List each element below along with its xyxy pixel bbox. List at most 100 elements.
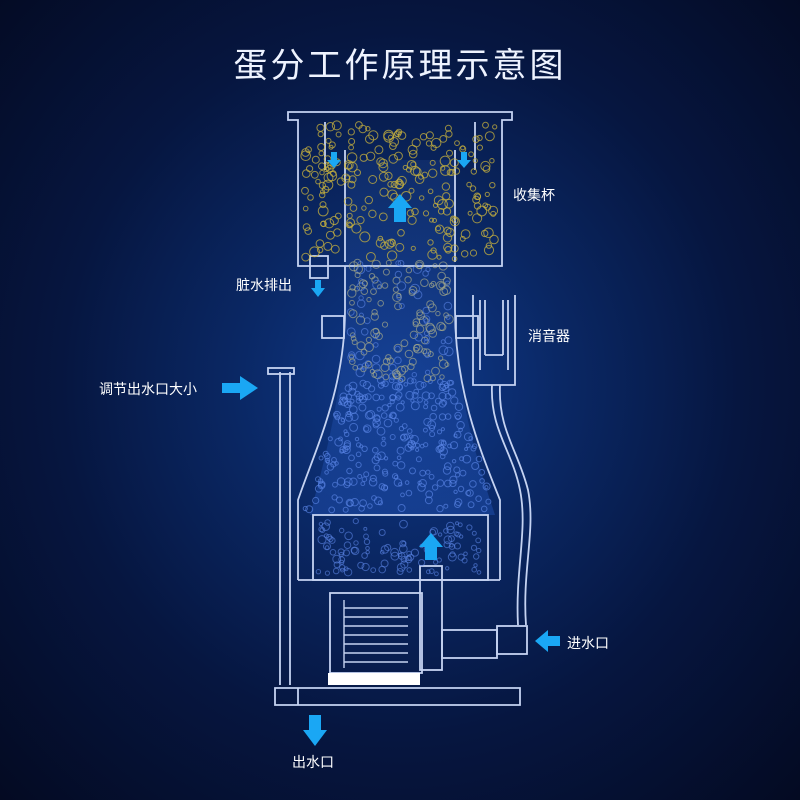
bubble xyxy=(318,480,326,488)
bubble xyxy=(338,396,347,405)
bubble xyxy=(328,141,336,149)
bubble xyxy=(408,187,415,194)
bubble xyxy=(422,306,431,315)
bubble xyxy=(393,131,400,137)
bubble xyxy=(385,354,392,361)
bubble xyxy=(365,546,370,551)
bubble xyxy=(389,137,400,147)
arrow-cup-right-down xyxy=(457,152,471,168)
bubble xyxy=(380,363,390,373)
bubble xyxy=(319,191,326,199)
bubble xyxy=(407,144,418,155)
bubble xyxy=(426,324,436,335)
bubble xyxy=(301,186,309,195)
label-water-inlet: 进水口 xyxy=(567,636,609,652)
bubble xyxy=(348,454,355,462)
bubble xyxy=(430,404,438,412)
bubble xyxy=(439,135,448,143)
bubble xyxy=(444,362,450,368)
bubble xyxy=(449,551,456,558)
bubble xyxy=(307,194,314,201)
arrow-outlet-down xyxy=(303,715,327,746)
bubble xyxy=(483,227,494,239)
bubble xyxy=(443,528,449,534)
bubble xyxy=(393,474,399,480)
bubble xyxy=(365,550,370,555)
bubble xyxy=(475,495,482,503)
bubble xyxy=(355,367,365,378)
bubble xyxy=(366,252,376,262)
bubble xyxy=(330,170,337,177)
bubble xyxy=(410,401,420,411)
bubble xyxy=(305,146,312,154)
bubble xyxy=(348,138,356,145)
bubble xyxy=(310,170,319,179)
bubble xyxy=(412,264,423,274)
bubble xyxy=(420,278,429,288)
bubble xyxy=(320,220,327,228)
bubble xyxy=(443,462,452,471)
bubble xyxy=(404,555,413,564)
bubble xyxy=(367,503,373,509)
bubble xyxy=(405,267,413,274)
bubble xyxy=(404,276,412,284)
bubble xyxy=(436,429,443,435)
bubble xyxy=(413,344,421,352)
bubble xyxy=(355,461,362,468)
bubble xyxy=(351,339,358,346)
bubble xyxy=(359,379,367,387)
bubble xyxy=(397,377,404,384)
bubble xyxy=(396,568,404,575)
bubble xyxy=(356,299,366,309)
bubble xyxy=(344,531,353,541)
bubble xyxy=(359,499,368,508)
bubble xyxy=(400,560,409,569)
bubble xyxy=(402,164,408,171)
bubble xyxy=(316,246,324,254)
bubble xyxy=(473,563,478,568)
reaction-chamber-fill xyxy=(310,160,495,515)
arrow-drain-down xyxy=(311,280,325,297)
bubble xyxy=(388,377,395,384)
bubble xyxy=(376,376,385,384)
bubble xyxy=(338,436,343,442)
bubble xyxy=(438,282,445,289)
bubble xyxy=(368,175,378,184)
bubble xyxy=(449,475,458,484)
bubble xyxy=(413,290,423,300)
bubble xyxy=(389,399,395,405)
bubble xyxy=(465,443,471,448)
bubble xyxy=(374,145,384,155)
bubble xyxy=(427,188,434,195)
bubble xyxy=(350,498,359,507)
bubble xyxy=(329,215,339,226)
bubble xyxy=(315,569,322,575)
bubble xyxy=(447,388,457,397)
bubble xyxy=(334,414,340,421)
bubble xyxy=(383,418,393,428)
bubble xyxy=(387,181,394,188)
bubble xyxy=(343,197,353,206)
bubble xyxy=(428,282,435,288)
bubble xyxy=(363,533,369,540)
bubble xyxy=(348,309,358,319)
bubble xyxy=(395,242,405,252)
bubble xyxy=(327,535,334,543)
bubble xyxy=(438,261,448,271)
pump-outlet xyxy=(419,565,443,671)
bubble xyxy=(332,554,342,564)
bubble xyxy=(444,124,452,132)
bubble xyxy=(390,180,398,189)
arrow-cup-up xyxy=(388,194,412,222)
bubble xyxy=(454,140,460,147)
bubble xyxy=(302,223,311,232)
bubble xyxy=(311,155,320,164)
bubble xyxy=(362,424,372,434)
bubble xyxy=(349,204,358,212)
bubble xyxy=(466,524,473,531)
bubble xyxy=(390,547,400,557)
label-water-outlet: 出水口 xyxy=(292,755,334,771)
bubble xyxy=(336,477,346,486)
bubble xyxy=(443,535,453,545)
